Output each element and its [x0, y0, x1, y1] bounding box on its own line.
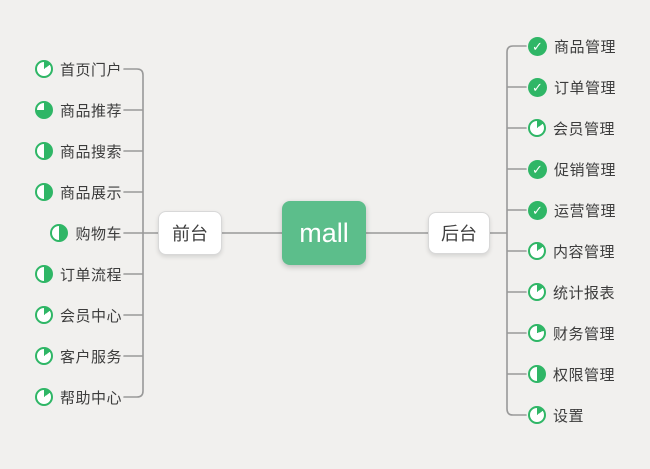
progress-pie-icon: [34, 183, 53, 201]
done-check-icon: ✓: [528, 77, 547, 97]
node-label: 促销管理: [554, 161, 617, 179]
done-check-icon: ✓: [528, 200, 547, 220]
progress-pie-icon: [528, 324, 546, 342]
mindmap-node-front-5[interactable]: 订单流程: [34, 263, 122, 285]
progress-pie-icon: [34, 347, 53, 365]
mindmap-node-back-8[interactable]: 权限管理: [528, 363, 615, 385]
node-label: 订单流程: [59, 266, 122, 284]
progress-pie-icon: [50, 224, 69, 242]
progress-pie-icon: [34, 388, 53, 406]
progress-pie-icon: [34, 60, 53, 78]
mindmap-node-back-5[interactable]: 内容管理: [528, 240, 615, 262]
progress-pie-icon: [528, 283, 546, 301]
root-node-mall[interactable]: mall: [282, 201, 366, 265]
node-label: 运营管理: [554, 202, 617, 220]
node-label: 商品推荐: [59, 102, 122, 120]
progress-pie-icon: [34, 101, 53, 119]
node-label: 财务管理: [553, 325, 616, 343]
progress-pie-icon: [34, 306, 53, 324]
node-label: 商品搜索: [59, 143, 122, 161]
mindmap-node-back-6[interactable]: 统计报表: [528, 281, 615, 303]
progress-pie-icon: [528, 406, 546, 424]
mindmap-node-back-0[interactable]: ✓ 商品管理: [528, 35, 616, 57]
node-label: 商品展示: [59, 184, 122, 202]
node-label: 权限管理: [553, 366, 616, 384]
node-label: 会员中心: [59, 307, 122, 325]
progress-pie-icon: [528, 365, 546, 383]
branch-node-backend-label: 后台: [441, 224, 477, 244]
mindmap-node-front-2[interactable]: 商品搜索: [34, 140, 122, 162]
mindmap-node-front-1[interactable]: 商品推荐: [34, 99, 122, 121]
mindmap-node-back-2[interactable]: 会员管理: [528, 117, 615, 139]
node-label: 统计报表: [553, 284, 616, 302]
node-label: 客户服务: [59, 348, 122, 366]
node-label: 商品管理: [554, 38, 617, 56]
mindmap-node-back-3[interactable]: ✓ 促销管理: [528, 158, 616, 180]
mindmap-node-back-7[interactable]: 财务管理: [528, 322, 615, 344]
mindmap-node-back-4[interactable]: ✓ 运营管理: [528, 199, 616, 221]
mindmap-node-front-3[interactable]: 商品展示: [34, 181, 122, 203]
mindmap-node-front-8[interactable]: 帮助中心: [34, 386, 122, 408]
branch-node-frontend[interactable]: 前台: [158, 211, 222, 255]
mindmap-node-back-1[interactable]: ✓ 订单管理: [528, 76, 616, 98]
node-label: 内容管理: [553, 243, 616, 261]
node-label: 订单管理: [554, 79, 617, 97]
progress-pie-icon: [34, 142, 53, 160]
progress-pie-icon: [528, 119, 546, 137]
done-check-icon: ✓: [528, 36, 547, 56]
root-node-label: mall: [299, 217, 349, 248]
mindmap-node-front-6[interactable]: 会员中心: [34, 304, 122, 326]
mindmap-node-front-7[interactable]: 客户服务: [34, 345, 122, 367]
node-label: 帮助中心: [59, 389, 122, 407]
branch-node-frontend-label: 前台: [172, 224, 208, 244]
branch-node-backend[interactable]: 后台: [428, 212, 490, 254]
mindmap-node-front-4[interactable]: 购物车: [50, 222, 122, 244]
mindmap-node-back-9[interactable]: 设置: [528, 404, 584, 426]
node-label: 首页门户: [59, 61, 122, 79]
node-label: 会员管理: [553, 120, 616, 138]
node-label: 设置: [553, 407, 585, 425]
progress-pie-icon: [528, 242, 546, 260]
done-check-icon: ✓: [528, 159, 547, 179]
mindmap-node-front-0[interactable]: 首页门户: [34, 58, 122, 80]
node-label: 购物车: [75, 225, 122, 243]
progress-pie-icon: [34, 265, 53, 283]
